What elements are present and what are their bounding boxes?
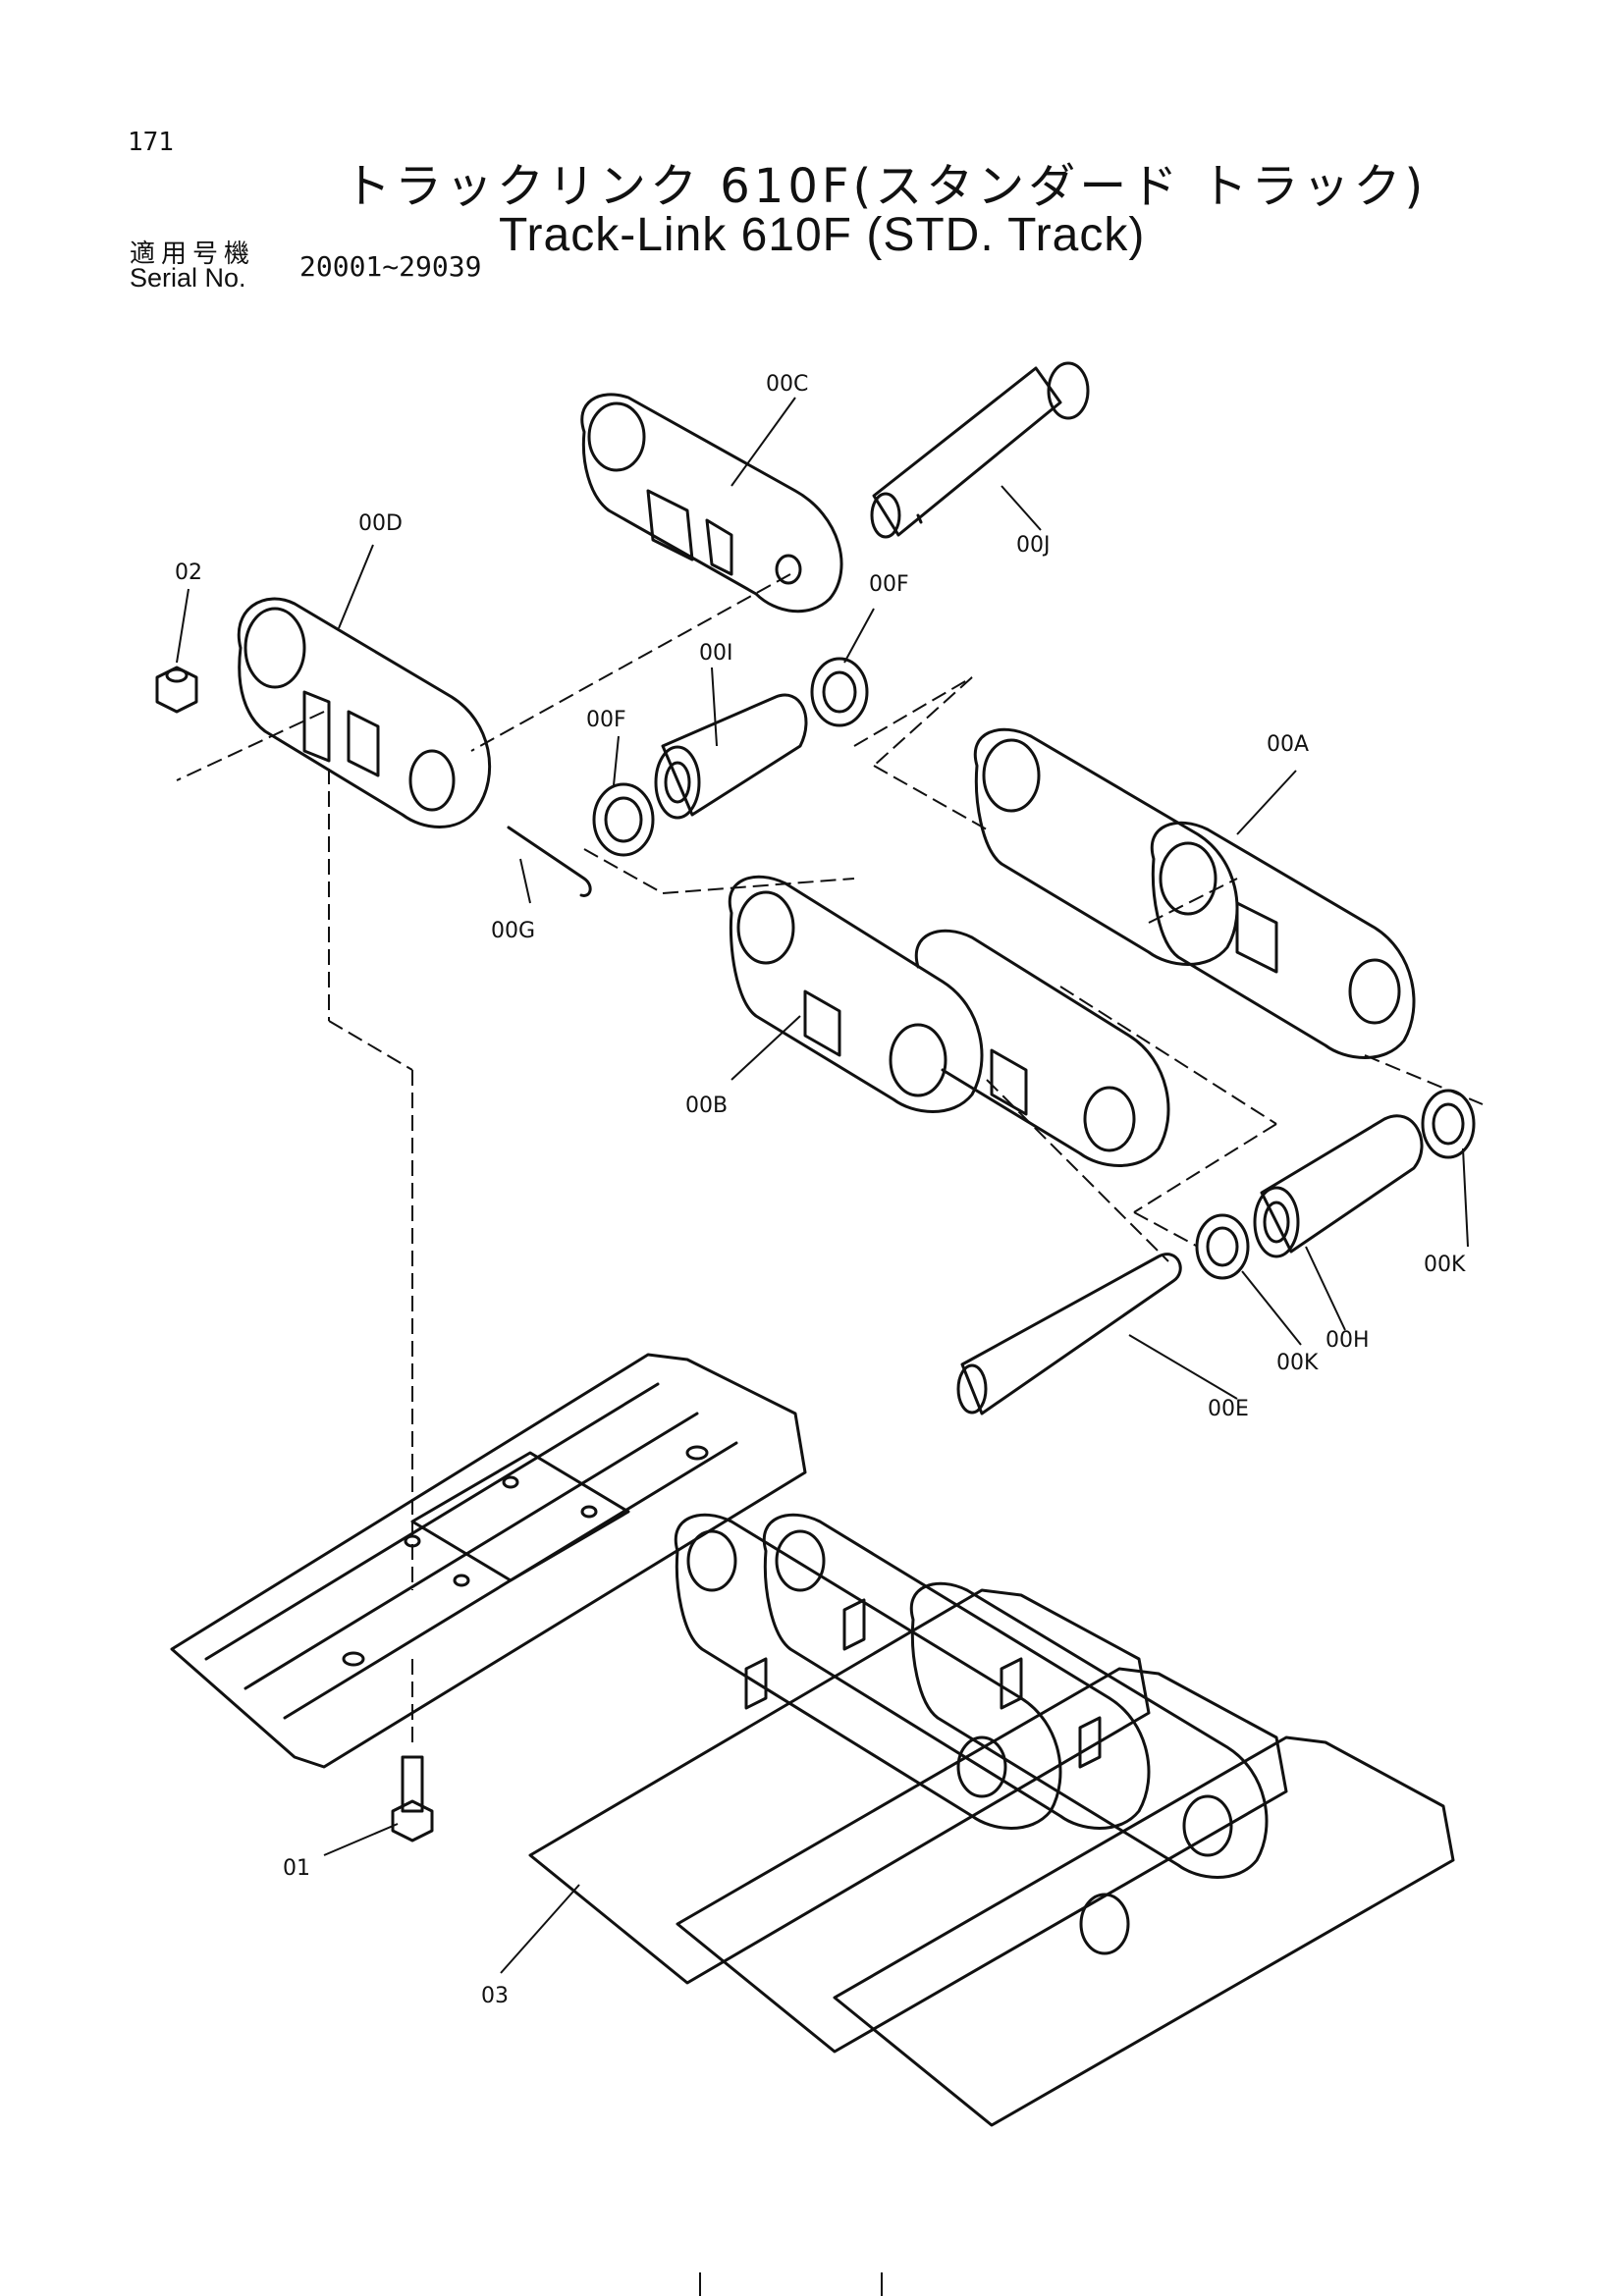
track-link-00b bbox=[728, 875, 1170, 1167]
clip-00g bbox=[507, 826, 592, 897]
callout-00k-right: 00K bbox=[1424, 1253, 1466, 1277]
callout-00j: 00J bbox=[1016, 533, 1050, 558]
serial-label-japanese: 適用号機 bbox=[130, 240, 256, 269]
serial-number-range: 20001~29039 bbox=[299, 250, 482, 283]
callout-00a: 00A bbox=[1267, 732, 1309, 757]
pin-00j bbox=[870, 361, 1090, 539]
pin-00e bbox=[956, 1253, 1182, 1415]
track-assembly-03 bbox=[528, 1513, 1455, 2127]
seal-00k-right bbox=[1421, 1089, 1476, 1159]
bushing-00i bbox=[654, 693, 808, 820]
callout-00i: 00I bbox=[699, 641, 732, 666]
track-link-00d bbox=[237, 597, 492, 828]
page-number: 171 bbox=[128, 128, 174, 157]
serial-label-english: Serial No. bbox=[130, 263, 246, 293]
seal-00f-right bbox=[810, 657, 869, 727]
seal-00k-left bbox=[1195, 1213, 1250, 1280]
callout-00f-upper: 00F bbox=[869, 572, 909, 597]
callout-00c: 00C bbox=[766, 372, 808, 397]
callout-00f-lower: 00F bbox=[586, 708, 626, 732]
callout-02: 02 bbox=[175, 561, 202, 585]
seal-00f-left bbox=[592, 782, 655, 857]
bushing-00h bbox=[1253, 1114, 1424, 1258]
callout-03: 03 bbox=[481, 1984, 509, 2008]
track-link-00c bbox=[580, 393, 843, 614]
callout-00g: 00G bbox=[491, 919, 535, 943]
callout-01: 01 bbox=[283, 1856, 310, 1881]
bolt-01 bbox=[391, 1755, 434, 1842]
callout-00k-left: 00K bbox=[1276, 1351, 1319, 1375]
callout-00d: 00D bbox=[358, 511, 403, 536]
track-shoe-single bbox=[170, 1353, 807, 1769]
callout-00e: 00E bbox=[1208, 1397, 1249, 1421]
title-english: Track-Link 610F (STD. Track) bbox=[499, 209, 1146, 261]
nut-02 bbox=[155, 666, 198, 714]
callout-00b: 00B bbox=[685, 1094, 728, 1118]
callout-00h: 00H bbox=[1325, 1328, 1370, 1353]
track-link-00a bbox=[973, 727, 1416, 1059]
title-japanese: トラックリンク 610F(スタンダード トラック) bbox=[344, 159, 1428, 214]
